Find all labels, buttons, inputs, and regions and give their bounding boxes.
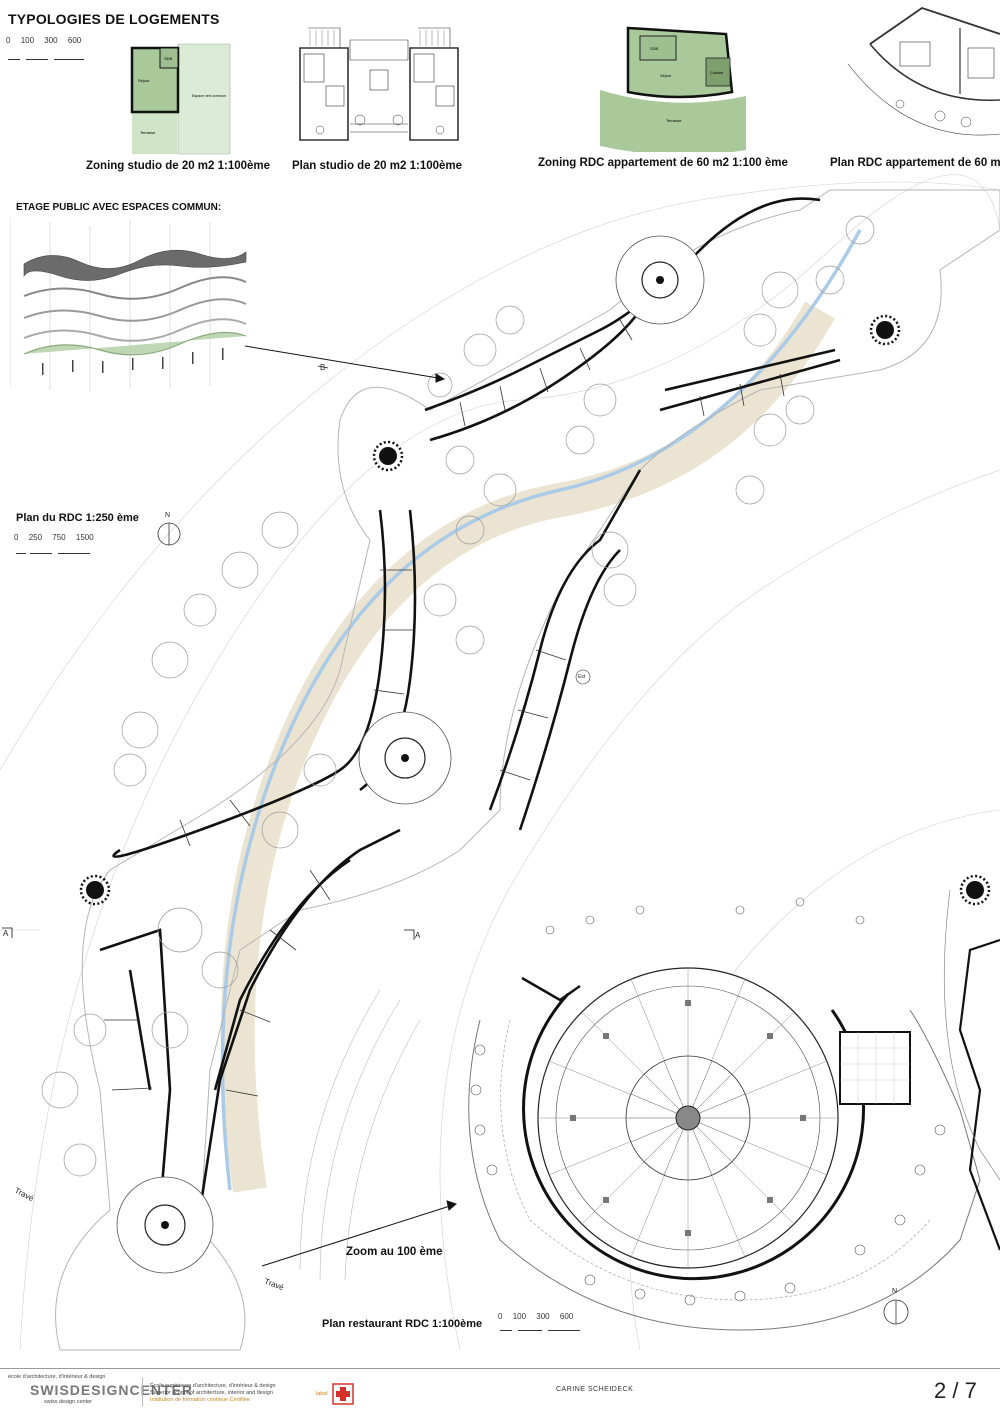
caption-zoning-appart: Zoning RDC appartement de 60 m2 1:100 èm…	[538, 157, 788, 169]
studio-sdb-label: SDB	[164, 56, 173, 61]
restaurant-caption: Plan restaurant RDC 1:100ème	[322, 1318, 483, 1330]
appart-sejour-label: Séjour	[660, 73, 672, 78]
author-name: CARINE SCHEIDECK	[556, 1386, 634, 1393]
studio-terrasse-label: Terrasse	[140, 130, 156, 135]
studio-espace-vert-label: Espace vert commun	[192, 94, 226, 98]
rdc-site-plan	[0, 174, 1000, 1351]
school-logo-sub: swiss design center	[44, 1399, 92, 1405]
studio-sejour-label: Séjour	[138, 78, 150, 83]
page-number: 2 / 7	[934, 1378, 977, 1403]
rdc-scale-labels: 0 250 750 1500	[14, 533, 94, 542]
swiss-cross-icon	[332, 1383, 354, 1405]
school-desc-3: Institution de formation continue Certif…	[150, 1397, 250, 1403]
restaurant-right-cropped	[943, 889, 1000, 1251]
zoning-studio-drawing: SDB Séjour Terrasse Espace vert commun	[130, 43, 231, 155]
north-arrow-rdc	[157, 522, 181, 546]
restaurant-scale-bar	[500, 1325, 580, 1331]
north-label-restaurant: N	[892, 1288, 898, 1295]
school-logo: SWISDESIGNCENTER	[30, 1382, 194, 1398]
north-label-rdc: N	[165, 512, 171, 519]
caption-plan-studio: Plan studio de 20 m2 1:100ème	[292, 160, 463, 172]
etage-axonometric	[10, 218, 247, 392]
section-a-right-label: A	[415, 931, 421, 940]
rdc-scale-bar	[16, 548, 90, 554]
zoning-appart-drawing: SDB Séjour Cuisine Terrasse	[600, 26, 746, 152]
caption-zoning-studio: Zoning studio de 20 m2 1:100ème	[86, 160, 271, 172]
appart-cuisine-label: Cuisine	[710, 70, 724, 75]
top-scale-labels: 0 100 300 600	[6, 36, 82, 45]
plan-studio-drawing	[299, 27, 459, 141]
footer-rule	[0, 1368, 1000, 1369]
etage-title: ETAGE PUBLIC AVEC ESPACES COMMUN:	[16, 202, 222, 213]
school-tagline: école d'architecture, d'intérieur & desi…	[8, 1374, 106, 1380]
zoom-caption: Zoom au 100 ème	[346, 1246, 443, 1258]
restaurant-plan	[468, 897, 981, 1331]
appart-terrasse-label: Terrasse	[666, 118, 682, 123]
footer-divider	[142, 1378, 143, 1406]
restaurant-scale-labels: 0 100 300 600	[498, 1312, 574, 1321]
section-a-left-label: A	[3, 929, 9, 938]
plan-rdc-title: Plan du RDC 1:250 ème	[16, 512, 139, 524]
plan-appart-drawing	[847, 7, 1000, 136]
typologies-title: TYPOLOGIES DE LOGEMENTS	[8, 11, 220, 27]
rotunda-group	[116, 235, 705, 1274]
top-scale-bar	[8, 54, 84, 60]
appart-sdb-label: SDB	[650, 46, 659, 51]
section-b-label: B	[320, 363, 326, 372]
north-arrow-restaurant	[883, 1299, 909, 1325]
caption-plan-appart: Plan RDC appartement de 60 m	[830, 157, 1000, 169]
label-text: label	[316, 1391, 328, 1397]
est-label: Est	[578, 674, 586, 680]
school-desc-1: École supérieure d'architecture, d'intér…	[150, 1383, 276, 1389]
school-desc-2: Superior school of architecture, interio…	[150, 1390, 273, 1396]
